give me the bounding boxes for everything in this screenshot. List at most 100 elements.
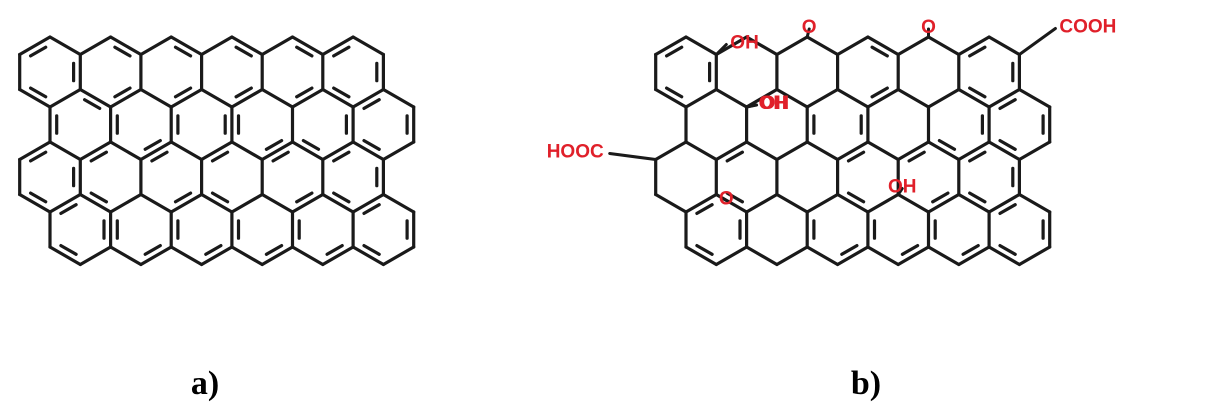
panel-b-bond	[987, 35, 1022, 57]
panel-b-double-bond	[695, 203, 714, 215]
panel-a-double-bond	[89, 150, 109, 163]
panel-a-double-bond	[325, 244, 344, 256]
panel-a-bond	[169, 140, 204, 162]
panel-a-bond	[169, 87, 204, 109]
panel-a-bond	[78, 192, 113, 214]
panel-b-bond	[957, 140, 991, 162]
panel-a-bond	[321, 140, 355, 162]
panel-b-bond	[775, 87, 809, 109]
panel-a-bond	[48, 35, 82, 57]
panel-b-bond	[1017, 245, 1052, 267]
panel-b-bond	[926, 245, 961, 267]
panel-b-label: b)	[851, 365, 881, 402]
panel-b-bond	[684, 245, 718, 267]
panel-b-bond	[1017, 87, 1052, 109]
panel-b-bond	[835, 35, 870, 57]
panel-b-bond	[805, 192, 840, 214]
panel-b-bond	[744, 192, 779, 214]
panel-a-bond	[351, 35, 385, 57]
functional-group-bond	[714, 43, 728, 56]
panel-a-bond	[139, 140, 173, 162]
panel-a-bond	[351, 245, 385, 267]
panel-b-double-bond	[961, 244, 980, 256]
panel-b-double-bond	[846, 150, 866, 163]
panel-a-bond	[169, 245, 204, 267]
panel-a-bond	[108, 87, 143, 109]
panel-b-bond	[926, 192, 961, 214]
panel-b-bond	[987, 87, 1022, 109]
panel-b-bond	[714, 35, 749, 57]
functional-group-label: OH	[730, 33, 759, 54]
panel-a-bond	[78, 245, 113, 267]
panel-a-bond	[18, 87, 52, 109]
panel-b-bond	[654, 87, 688, 109]
panel-b-bond	[987, 140, 1022, 162]
panel-b-double-bond	[846, 191, 866, 204]
functional-group-bond	[896, 187, 904, 196]
panel-a-bond	[260, 192, 295, 214]
panel-b-double-bond	[900, 244, 920, 256]
panel-b-bond	[866, 245, 900, 267]
panel-a-double-bond	[29, 150, 48, 163]
panel-b-bond	[775, 245, 809, 267]
panel-a-bond	[381, 245, 416, 267]
panel-a-double-bond	[29, 86, 48, 99]
panel-a-bond	[260, 140, 295, 162]
panel-b-bond	[957, 87, 991, 109]
panel-a-bond	[48, 87, 82, 109]
panel-a-bond	[108, 192, 143, 214]
panel-a-bond	[18, 35, 52, 57]
graphene-structure-panel	[18, 35, 416, 267]
panel-a-bond	[139, 87, 173, 109]
panel-a-double-bond	[362, 98, 381, 111]
panel-a-bond	[48, 140, 82, 162]
panel-b-bond	[775, 140, 809, 162]
panel-b-double-bond	[968, 86, 987, 99]
panel-b-double-bond	[695, 244, 714, 256]
functional-group-label: HOOC	[547, 142, 604, 163]
panel-b-bond	[987, 192, 1022, 214]
panel-a-double-bond	[29, 191, 48, 204]
panel-a-bond	[260, 245, 295, 267]
panel-b-bond	[896, 35, 931, 57]
panel-a-double-bond	[113, 45, 132, 58]
panel-a-bond	[230, 87, 264, 109]
panel-a-double-bond	[82, 98, 102, 111]
panel-a-double-bond	[173, 86, 193, 99]
panel-b-double-bond	[968, 191, 987, 204]
functional-group-bond	[714, 193, 728, 202]
panel-b-bond	[744, 140, 779, 162]
panel-a-bond	[48, 245, 82, 267]
panel-a-bond	[48, 192, 82, 214]
panel-b-bond	[835, 192, 870, 214]
panel-a-bond	[200, 140, 234, 162]
panel-b-bond	[866, 140, 900, 162]
panel-a-double-bond	[204, 244, 223, 256]
panel-a-bond	[108, 140, 143, 162]
panel-a-double-bond	[264, 139, 284, 151]
panel-a-bond	[321, 245, 355, 267]
functional-group-label: OH	[761, 93, 790, 114]
panel-a-bond	[139, 35, 173, 57]
panel-a-double-bond	[234, 86, 253, 99]
panel-a-double-bond	[29, 45, 48, 58]
functional-group-label: O	[719, 189, 734, 210]
panel-b-double-bond	[998, 244, 1017, 256]
panel-a-bond	[351, 140, 385, 162]
panel-b-double-bond	[870, 45, 889, 58]
panel-b-double-bond	[725, 150, 745, 163]
panel-a-bond	[18, 192, 52, 214]
panel-b-double-bond	[968, 45, 987, 58]
functional-group-bond	[745, 103, 759, 109]
panel-b-double-bond	[664, 45, 684, 58]
panel-a-double-bond	[143, 244, 162, 256]
panel-a-bond	[169, 192, 204, 214]
panel-b-bond	[654, 140, 688, 162]
panel-b-bond	[926, 35, 961, 57]
panel-b-bond	[744, 245, 779, 267]
panel-a-bond	[260, 87, 295, 109]
panel-b-bond	[835, 245, 870, 267]
panel-a-bond	[321, 192, 355, 214]
panel-a-bond	[78, 140, 113, 162]
